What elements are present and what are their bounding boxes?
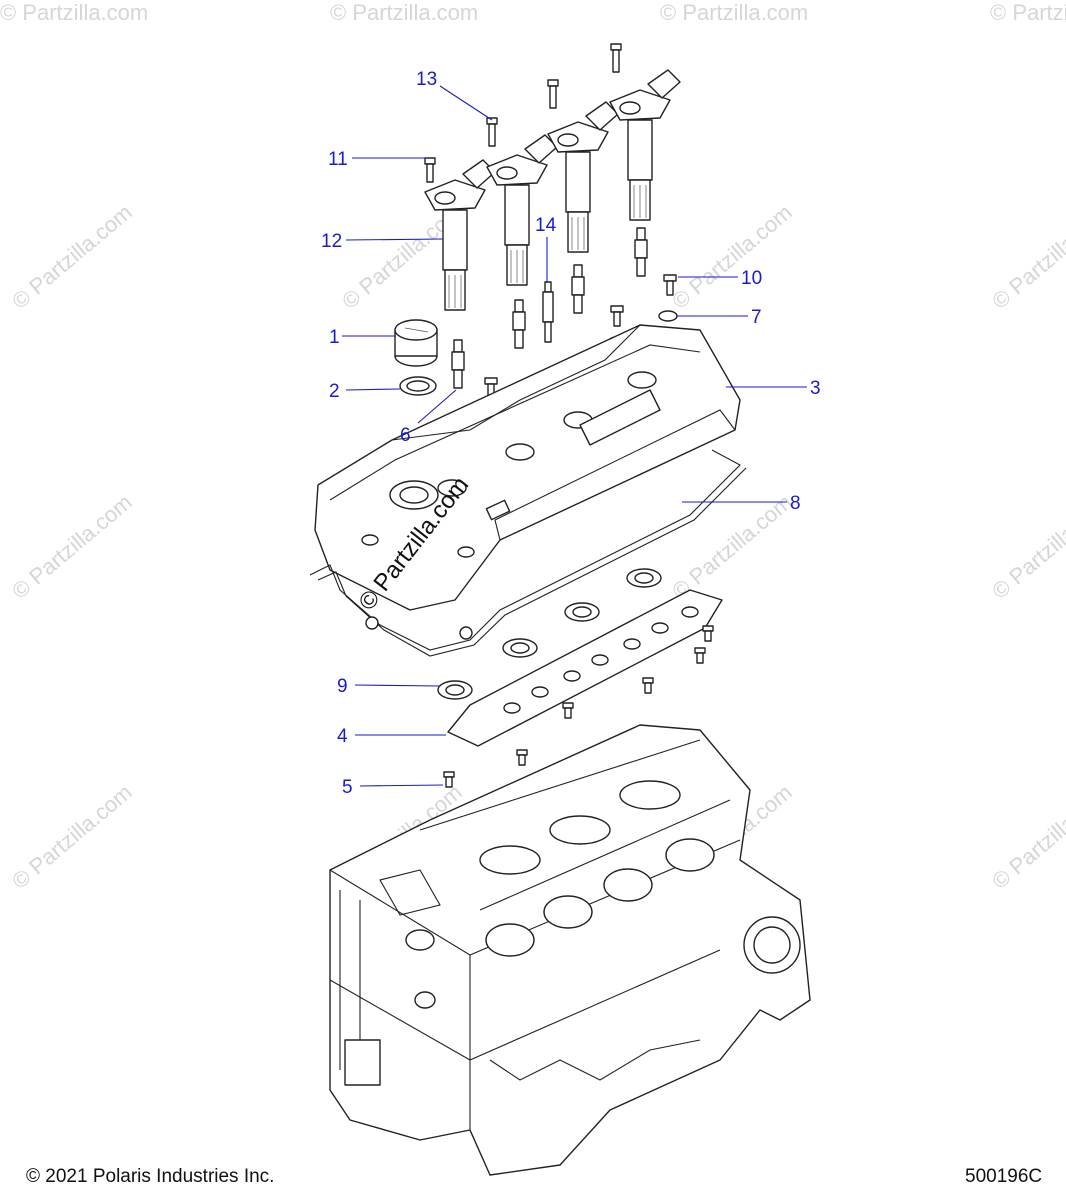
spark-plugs (451, 227, 648, 389)
callout-9: 9 (337, 676, 348, 697)
callout-11: 11 (328, 149, 348, 170)
callout-10: 10 (741, 268, 762, 289)
filler-washer (399, 376, 437, 396)
callout-6: 6 (400, 425, 411, 446)
figure-id: 500196C (965, 1166, 1043, 1187)
engine-block (329, 724, 811, 1176)
watermark: © Partzilla.com (7, 489, 137, 603)
watermark: © Partzilla.com (990, 0, 1066, 25)
callout-4: 4 (337, 726, 348, 747)
watermark: © Partzilla.com (987, 779, 1066, 893)
watermark: © Partzilla.com (667, 199, 797, 313)
tube-seals (437, 568, 662, 700)
callout-1: 1 (329, 327, 340, 348)
callout-12: 12 (321, 231, 342, 252)
callout-3: 3 (810, 378, 821, 399)
watermark: © Partzilla.com (330, 0, 478, 25)
coil-bolts (424, 43, 622, 183)
callout-7: 7 (751, 307, 762, 328)
callout-5: 5 (342, 777, 353, 798)
copyright-notice: © 2021 Polaris Industries Inc. (26, 1166, 275, 1187)
watermark: © Partzilla.com (987, 489, 1066, 603)
watermark: © Partzilla.com (987, 199, 1066, 313)
valve-cover (314, 324, 741, 611)
callout-13: 13 (416, 69, 437, 90)
callout-2: 2 (329, 381, 340, 402)
carrier-gasket (447, 589, 723, 747)
watermark: © Partzilla.com (660, 0, 808, 25)
callout-8: 8 (790, 493, 801, 514)
watermark: © Partzilla.com (7, 199, 137, 313)
callouts: 13 11 12 14 10 7 1 2 3 6 8 9 4 5 (321, 69, 821, 798)
watermark: © Partzilla.com (667, 489, 797, 603)
cover-gasket (309, 449, 747, 657)
oil-filler-cap (394, 319, 438, 367)
ignition-coils (424, 69, 681, 311)
callout-14: 14 (535, 215, 557, 236)
watermark: © Partzilla.com (0, 0, 148, 25)
watermark: © Partzilla.com (7, 779, 137, 893)
carrier-bolts (443, 625, 714, 788)
